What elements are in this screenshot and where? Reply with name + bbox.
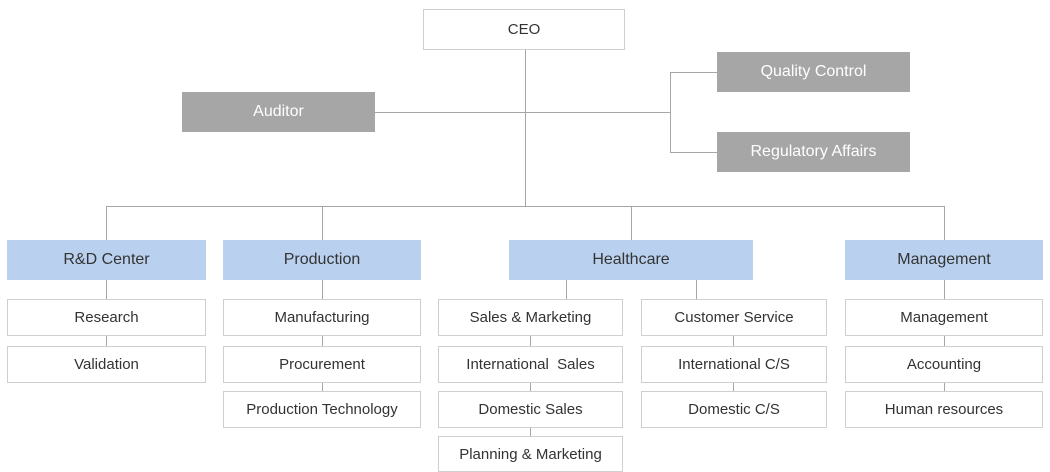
ceo-box: CEO	[423, 9, 625, 50]
team-box: International Sales	[438, 346, 623, 383]
team-box: Human resources	[845, 391, 1043, 428]
department-rd-center: R&D Center	[7, 240, 206, 280]
team-box: Planning & Marketing	[438, 436, 623, 472]
quality-control-box: Quality Control	[717, 52, 910, 92]
team-box: Management	[845, 299, 1043, 336]
auditor-box: Auditor	[182, 92, 375, 132]
team-box: Domestic C/S	[641, 391, 827, 428]
team-box: Validation	[7, 346, 206, 383]
team-box: Manufacturing	[223, 299, 421, 336]
team-box: Research	[7, 299, 206, 336]
department-healthcare: Healthcare	[509, 240, 753, 280]
team-box: Accounting	[845, 346, 1043, 383]
team-box: Customer Service	[641, 299, 827, 336]
department-management: Management	[845, 240, 1043, 280]
regulatory-affairs-box: Regulatory Affairs	[717, 132, 910, 172]
team-box: Production Technology	[223, 391, 421, 428]
team-box: Procurement	[223, 346, 421, 383]
team-box: International C/S	[641, 346, 827, 383]
team-box: Domestic Sales	[438, 391, 623, 428]
department-production: Production	[223, 240, 421, 280]
team-box: Sales & Marketing	[438, 299, 623, 336]
